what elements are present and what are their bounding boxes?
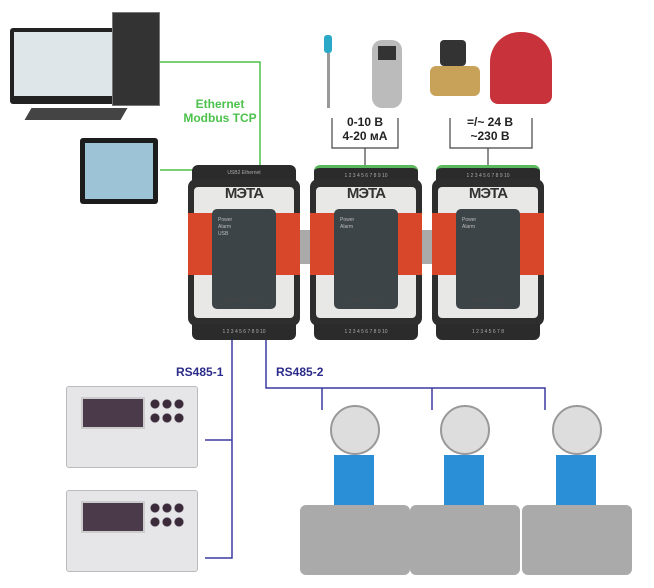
rs485-1-label: RS485-1 — [176, 365, 224, 379]
module-top-terminals: USB2 Ethernet — [192, 165, 296, 181]
led-alarm: Alarm — [218, 224, 232, 230]
led-power: Power — [218, 217, 233, 223]
discrete-bracket — [449, 118, 533, 165]
module-brand: МЭТА — [346, 185, 386, 202]
module-series: КОМЕГА BASIC — [468, 298, 508, 304]
module-model: КВ.ЕС — [235, 305, 253, 311]
led-power: Power — [462, 217, 477, 223]
analog-line1: 0-10 В — [346, 115, 384, 129]
module-model: КВ.DIO-PDO — [472, 305, 504, 311]
pc-tower — [112, 12, 160, 106]
keyboard — [24, 108, 128, 120]
analog-bracket — [331, 118, 399, 165]
module-bottom-terminals: 1 2 3 4 5 6 7 8 9 10 — [192, 324, 296, 340]
module-brand: МЭТА — [224, 185, 264, 202]
module-model: КВ.АIO — [357, 305, 375, 311]
monitor — [10, 28, 128, 104]
ethernet-text: Ethernet — [195, 97, 245, 111]
hmi-panel — [80, 138, 158, 204]
module-bottom-terminals: 1 2 3 4 5 6 7 8 9 10 — [314, 324, 418, 340]
led-usb: USB — [218, 231, 229, 237]
led-alarm: Alarm — [462, 224, 476, 230]
flowmeter-3 — [522, 405, 632, 580]
discrete-signal-label: =/~ 24 В~230 В — [445, 115, 535, 143]
protocol-text: Modbus TCP — [183, 111, 257, 125]
flowmeter-1 — [300, 405, 410, 580]
solenoid-valve — [430, 40, 480, 108]
rs485-2-label: RS485-2 — [276, 365, 324, 379]
temperature-sensor — [318, 35, 338, 110]
module-series: КОМЕГА BASIC — [346, 298, 386, 304]
module-bottom-terminals: 1 2 3 4 5 6 7 8 — [436, 324, 540, 340]
pressure-sensor — [372, 40, 402, 108]
flowmeter-2 — [410, 405, 520, 580]
rs485-1-line — [205, 340, 233, 559]
led-power: Power — [340, 217, 355, 223]
energy-meter-2 — [66, 490, 198, 572]
module-series: КОМЕГА BASIC — [224, 298, 264, 304]
discrete-line1: =/~ 24 В — [466, 115, 514, 129]
energy-meter-1 — [66, 386, 198, 468]
circulation-pump — [490, 32, 552, 104]
rs485-2-line — [265, 340, 546, 410]
discrete-line2: ~230 В — [470, 129, 510, 143]
analog-line2: 4-20 мА — [342, 129, 388, 143]
led-alarm: Alarm — [340, 224, 354, 230]
module-brand: МЭТА — [468, 185, 508, 202]
pc-workstation — [10, 10, 160, 125]
